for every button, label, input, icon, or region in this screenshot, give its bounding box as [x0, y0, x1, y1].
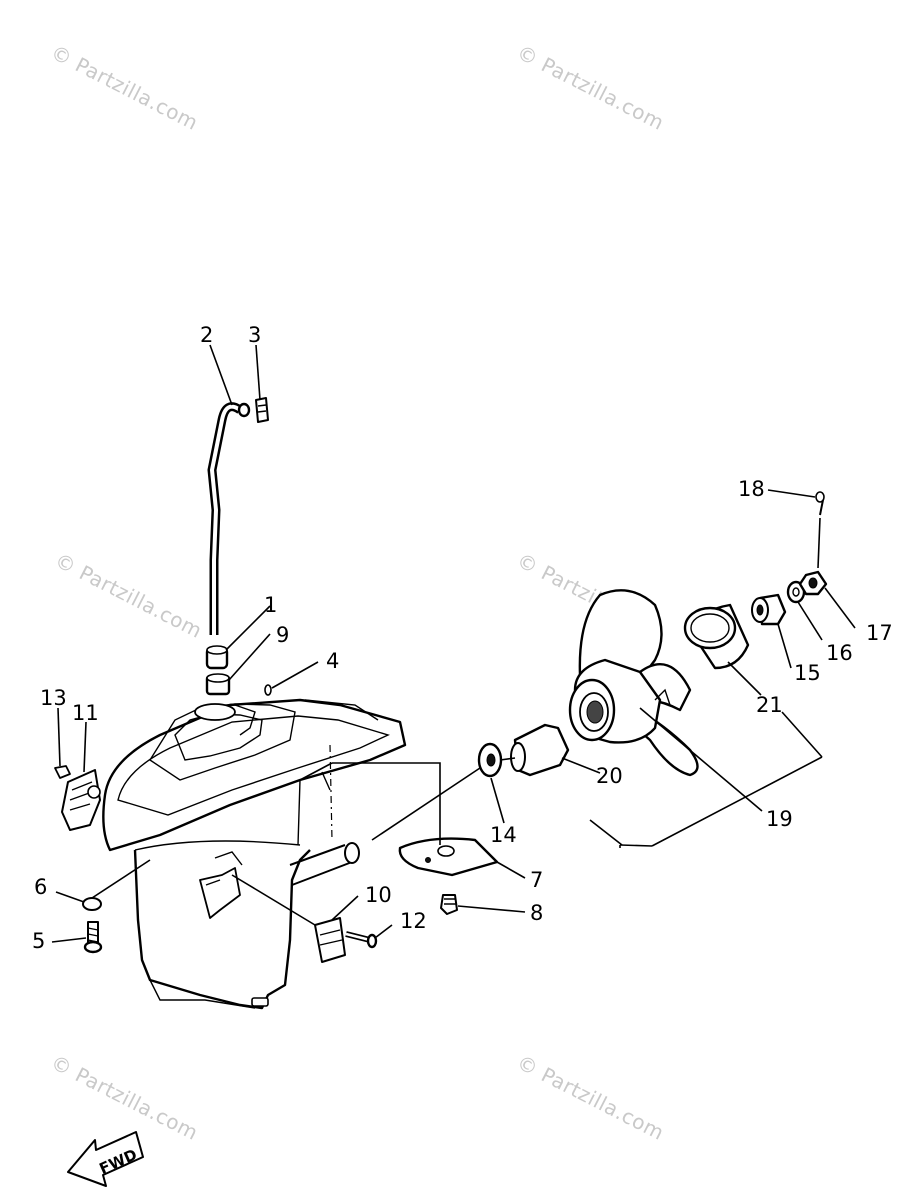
- part-13-nut[interactable]: [54, 765, 71, 779]
- lower-case-housing[interactable]: [102, 698, 407, 1010]
- part-2-water-tube[interactable]: [207, 402, 251, 635]
- part-18-cotter-pin[interactable]: [815, 491, 825, 516]
- callout-16: 16: [826, 641, 853, 665]
- part-5-bolt[interactable]: [83, 921, 103, 954]
- part-9-seal[interactable]: [205, 673, 231, 696]
- part-3-clip[interactable]: [255, 397, 269, 423]
- callout-18: 18: [738, 477, 765, 501]
- callout-9: 9: [276, 623, 289, 647]
- part-15-spacer[interactable]: [751, 593, 787, 626]
- callout-15: 15: [794, 661, 821, 685]
- callout-10: 10: [365, 883, 392, 907]
- part-6-washer[interactable]: [82, 897, 102, 911]
- callout-2: 2: [200, 323, 213, 347]
- callout-6: 6: [34, 875, 47, 899]
- part-8-bolt[interactable]: [440, 894, 458, 915]
- part-12-bolt[interactable]: [345, 931, 378, 949]
- callout-3: 3: [248, 323, 261, 347]
- leader-lines: [51, 344, 856, 943]
- callout-7: 7: [530, 868, 543, 892]
- part-10-anode[interactable]: [314, 917, 346, 963]
- callout-12: 12: [400, 909, 427, 933]
- callout-14: 14: [490, 823, 517, 847]
- part-11-cover[interactable]: [61, 769, 101, 831]
- callout-8: 8: [530, 901, 543, 925]
- callout-19: 19: [766, 807, 793, 831]
- part-20-spacer[interactable]: [510, 723, 570, 777]
- callout-17: 17: [866, 621, 893, 645]
- callout-13: 13: [40, 686, 67, 710]
- callout-4: 4: [326, 649, 339, 673]
- part-21-spacer-ring[interactable]: [683, 603, 750, 670]
- callout-21: 21: [756, 693, 783, 717]
- part-1-grommet[interactable]: [205, 645, 229, 670]
- callout-labels: 2 3 1 9 4 13 11 6 5 10 12 8 7 14 20 19 2…: [32, 323, 893, 953]
- callout-20: 20: [596, 764, 623, 788]
- callout-11: 11: [72, 701, 99, 725]
- part-4-pin[interactable]: [264, 684, 272, 696]
- fwd-arrow: FWD: [67, 1131, 144, 1187]
- callout-5: 5: [32, 929, 45, 953]
- part-14-thrust-washer[interactable]: [477, 742, 503, 778]
- part-17-nut[interactable]: [798, 570, 828, 596]
- part-7-trim-tab[interactable]: [398, 837, 499, 877]
- callout-1: 1: [264, 593, 277, 617]
- part-19-propeller[interactable]: [568, 589, 699, 777]
